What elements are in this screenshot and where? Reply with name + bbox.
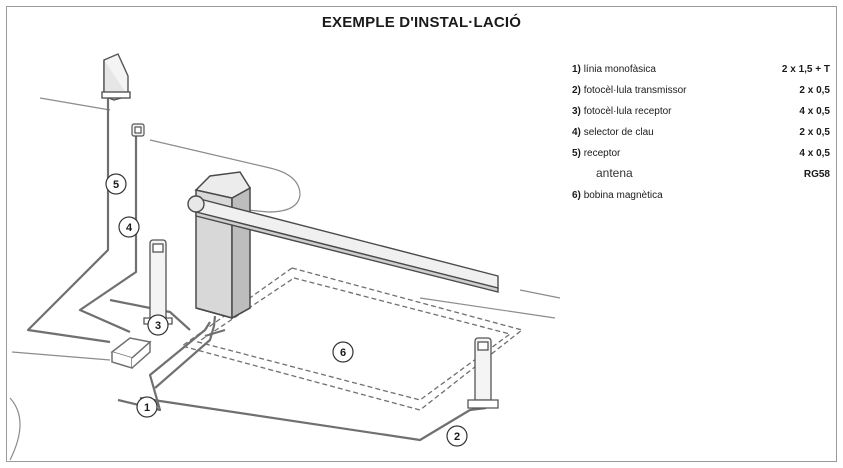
cable-legend: 1) línia monofàsica 2 x 1,5 + T 2) fotoc… bbox=[572, 64, 830, 211]
photocell-transmitter bbox=[467, 337, 499, 409]
svg-text:6: 6 bbox=[340, 347, 346, 359]
callout-1: 1 bbox=[136, 396, 158, 418]
cable-num: 3) bbox=[572, 106, 581, 117]
cable-desc: fotocèl·lula transmissor bbox=[583, 85, 687, 96]
cable-3-conduit bbox=[109, 298, 191, 331]
ground-left bbox=[11, 351, 111, 361]
barrier-boom bbox=[187, 195, 499, 293]
diagram-title: EXEMPLE D'INSTAL·LACIÓ bbox=[321, 14, 522, 31]
cable-spec: 2 x 0,5 bbox=[799, 85, 830, 96]
radio-receiver bbox=[101, 53, 131, 101]
callout-5: 5 bbox=[105, 173, 127, 195]
cable-spec: 4 x 0,5 bbox=[799, 148, 830, 159]
cable-desc: receptor bbox=[583, 148, 621, 159]
magnetic-loop-outer bbox=[180, 267, 524, 411]
callout-6: 6 bbox=[332, 341, 354, 363]
cable-row: 2) fotocèl·lula transmissor 2 x 0,5 bbox=[572, 85, 830, 106]
curb-line-lower bbox=[9, 397, 21, 460]
callouts: 1 2 3 4 5 6 bbox=[105, 173, 468, 447]
diagram-frame bbox=[6, 6, 837, 462]
installation-illustration: 1 2 3 4 5 6 bbox=[9, 53, 561, 460]
magnetic-loop-inner bbox=[196, 277, 512, 401]
ground-edge-right-2 bbox=[519, 289, 561, 299]
cable-row: 1) línia monofàsica 2 x 1,5 + T bbox=[572, 64, 830, 85]
key-selector bbox=[131, 123, 145, 137]
cable-desc: línia monofàsica bbox=[583, 64, 656, 75]
cable-4-conduit bbox=[78, 136, 138, 334]
cable-spec: 2 x 0,5 bbox=[799, 127, 830, 138]
svg-text:5: 5 bbox=[113, 179, 119, 191]
svg-text:3: 3 bbox=[155, 320, 161, 332]
barrier-cabinet bbox=[194, 171, 252, 320]
ground-edge-right bbox=[419, 297, 556, 319]
road-edge bbox=[39, 97, 111, 111]
cable-desc: bobina magnètica bbox=[583, 190, 663, 201]
cable-2-return bbox=[139, 396, 487, 442]
cable-row: 4) selector de clau 2 x 0,5 bbox=[572, 127, 830, 148]
callout-4: 4 bbox=[118, 216, 140, 238]
cable-spec: 2 x 1,5 + T bbox=[781, 64, 830, 75]
cable-desc: selector de clau bbox=[583, 127, 654, 138]
cable-num: 1) bbox=[572, 64, 581, 75]
svg-text:1: 1 bbox=[144, 402, 150, 414]
cable-num: 5) bbox=[572, 148, 581, 159]
cable-row: 3) fotocèl·lula receptor 4 x 0,5 bbox=[572, 106, 830, 127]
cable-row-antenna: antena RG58 bbox=[572, 166, 830, 190]
cable-5-conduit bbox=[26, 96, 111, 344]
callout-2: 2 bbox=[446, 425, 468, 447]
cable-spec: 4 x 0,5 bbox=[799, 106, 830, 117]
junction-box-front bbox=[131, 340, 151, 369]
cable-desc: antena bbox=[596, 166, 633, 180]
cable-num: 4) bbox=[572, 127, 581, 138]
cable-num: 6) bbox=[572, 190, 581, 201]
curb-line bbox=[149, 139, 301, 213]
cable-row: 5) receptor 4 x 0,5 bbox=[572, 148, 830, 169]
cable-num: 2) bbox=[572, 85, 581, 96]
cable-spec: RG58 bbox=[803, 169, 830, 180]
callout-3: 3 bbox=[147, 314, 169, 336]
cable-row: 6) bobina magnètica bbox=[572, 190, 830, 211]
svg-text:4: 4 bbox=[126, 222, 133, 234]
cable-desc: fotocèl·lula receptor bbox=[583, 106, 672, 117]
svg-text:2: 2 bbox=[454, 431, 460, 443]
